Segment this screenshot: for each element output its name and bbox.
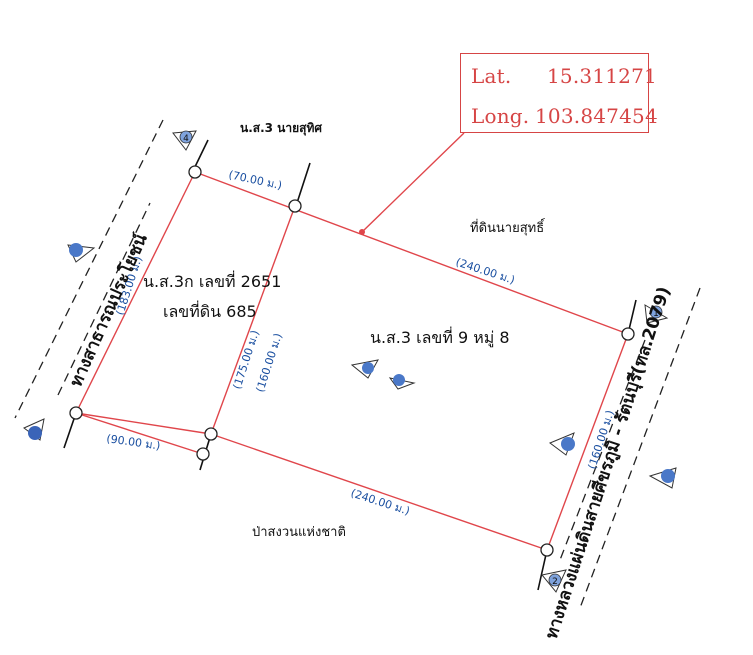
east-road-label: ทางหลวงแผ่นดินสายศีขรภูมิ - รัตนบุรี(ทล.…	[541, 284, 676, 642]
corner-points	[69, 165, 635, 557]
south-adjacent-label: ป่าสงวนแห่งชาติ	[252, 525, 346, 540]
coordinate-box: Lat. 15.311271 Long. 103.847454	[460, 53, 658, 133]
photo-marker-center-2	[388, 374, 416, 390]
west-road-edge-inner	[57, 202, 151, 396]
west-plot-title: น.ส.3ก เลขที่ 2651	[143, 270, 281, 291]
marker-2: 2	[541, 569, 567, 593]
west-road-edge-outer	[14, 119, 164, 419]
plot-boundaries	[75, 132, 629, 551]
photo-marker-east-road	[648, 467, 677, 489]
photo-marker-east	[549, 432, 575, 456]
long-value: 103.847454	[535, 104, 658, 128]
lat-label: Lat.	[471, 64, 512, 88]
corner-ticks	[63, 139, 637, 591]
dim-top-left: (70.00 ม.)	[227, 168, 283, 192]
coordinate-point	[359, 229, 365, 235]
photo-markers	[23, 243, 677, 489]
east-road-edge-inner	[559, 339, 646, 561]
east-road-edge-outer	[579, 287, 701, 609]
marker-2-label: 2	[552, 577, 558, 587]
dim-bottom-right: (240.00 ม.)	[349, 486, 411, 517]
north-adjacent-label: น.ส.3 นายสุทิศ	[240, 121, 322, 136]
northeast-adjacent-label: ที่ดินนายสุทธิ์	[470, 218, 546, 236]
west-plot-land-no: เลขที่ดิน 685	[163, 300, 257, 321]
long-label: Long.	[471, 104, 530, 128]
marker-1-label: 1	[653, 309, 659, 319]
dim-bottom-left: (90.00 ม.)	[106, 432, 162, 452]
photo-marker-west-corner	[23, 418, 45, 441]
main-plot-title: น.ส.3 เลขที่ 9 หมู่ 8	[370, 326, 510, 348]
lat-value: 15.311271	[547, 64, 657, 88]
marker-4: 4	[172, 130, 197, 151]
photo-marker-center-1	[350, 359, 379, 379]
dim-top-right: (240.00 ม.)	[454, 255, 516, 286]
photo-marker-west-road	[67, 243, 96, 263]
marker-4-label: 4	[183, 134, 189, 144]
marker-1: 1	[644, 304, 669, 324]
